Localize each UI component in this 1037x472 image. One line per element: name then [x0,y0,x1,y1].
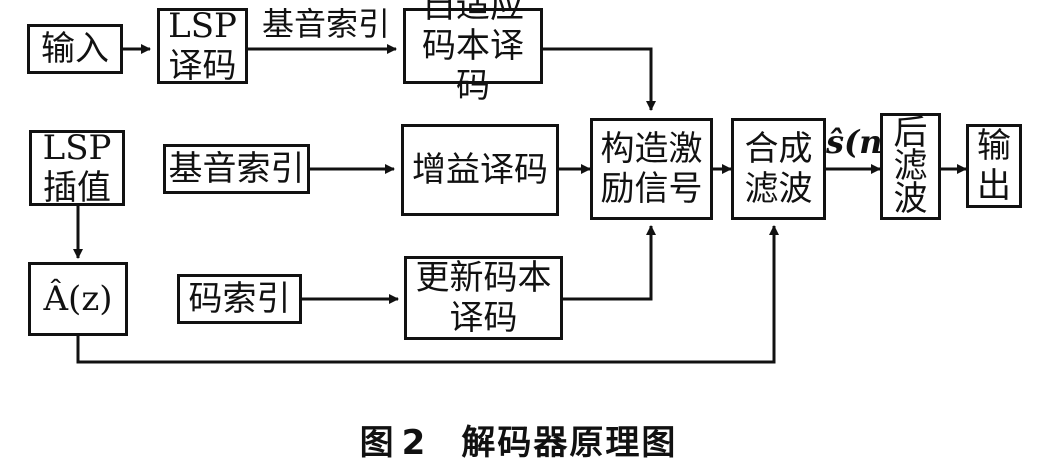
synthesis-box: 合成 滤波 [731,118,826,220]
a-z-box: Â(z) [28,262,128,336]
input-box: 输入 [27,24,123,74]
adaptive-codebook-box: 自适应 码本译码 [403,0,543,106]
lsp-decode-box: LSP 译码 [157,6,248,86]
post-filter-box: 后 滤 波 [880,113,941,220]
arrow-adaptive-to-excitation [543,47,656,111]
codebook-update-box: 更新码本 译码 [404,256,563,340]
lsp-interp-box: LSP 插值 [29,128,125,208]
arrow-az-to-synthesis [76,225,779,364]
excitation-box: 构造激 励信号 [590,118,713,220]
caption-title: 解码器原理图 [461,423,678,463]
pitch-index-label: 基音索引 [262,5,391,43]
gain-decode-box: 增益译码 [401,124,559,216]
output-box: 输 出 [966,124,1022,208]
code-index-box: 码索引 [177,274,302,324]
caption-figure: 图 [359,423,396,463]
arrow-codebook-to-excitation [563,225,656,301]
gain-index-box: 基音索引 [163,144,310,194]
caption-number: 2 [401,423,428,463]
